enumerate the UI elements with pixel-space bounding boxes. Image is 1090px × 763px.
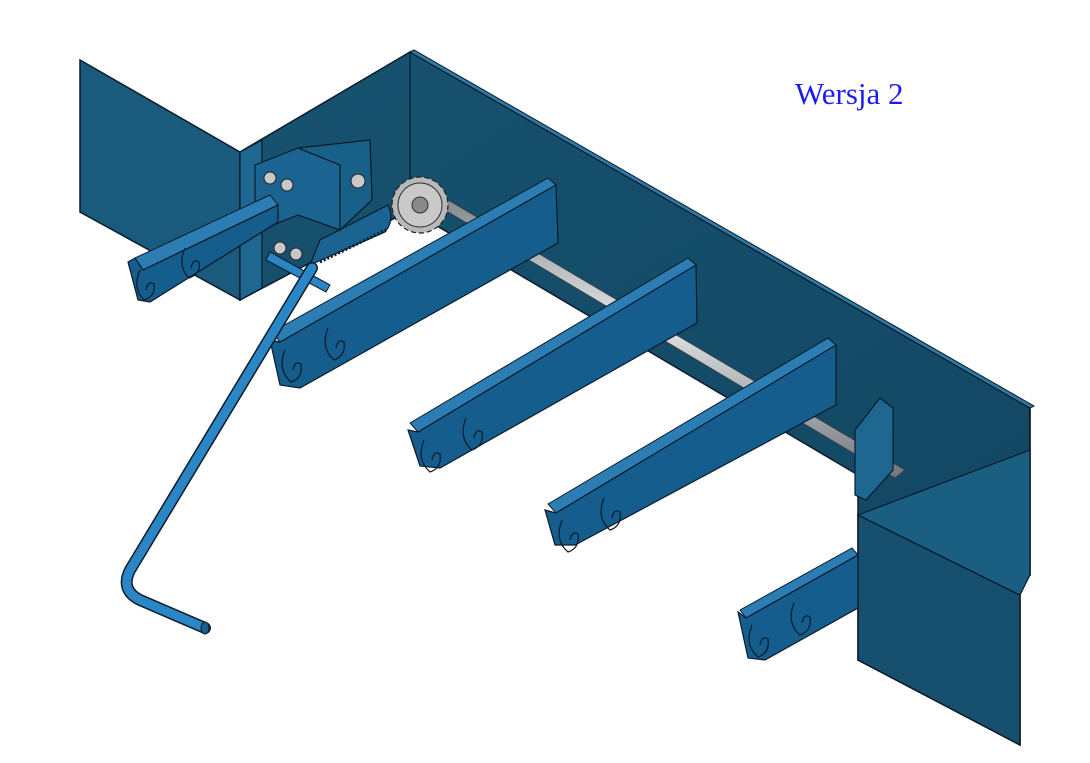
bolt bbox=[350, 173, 366, 189]
version-label: Wersja 2 bbox=[795, 76, 904, 111]
bolt bbox=[280, 178, 294, 192]
bolt bbox=[263, 171, 277, 185]
hook-arm-5 bbox=[737, 547, 859, 661]
back-wall-top-edge bbox=[408, 49, 1036, 409]
sprocket-gear bbox=[391, 176, 449, 234]
right-end-plate-top bbox=[856, 449, 1031, 596]
hook-arm-3 bbox=[407, 257, 698, 473]
right-bearing-bracket bbox=[854, 397, 894, 501]
hook-arm-4 bbox=[544, 337, 837, 553]
hook-arm-1 bbox=[127, 194, 279, 303]
bolt bbox=[273, 241, 287, 255]
bolt bbox=[289, 247, 303, 261]
crank-handle bbox=[120, 262, 318, 635]
gear-sector-teeth bbox=[319, 228, 387, 264]
